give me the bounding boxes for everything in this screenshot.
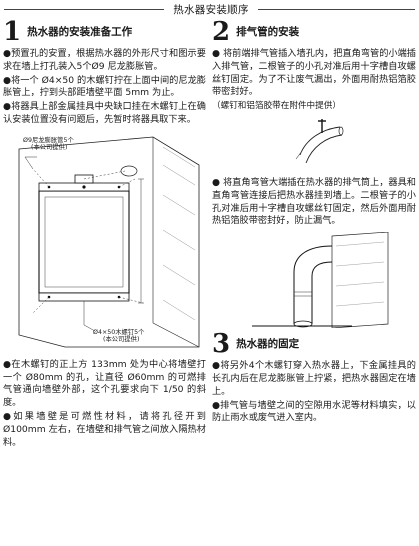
section-1-para-3: ●将器具上部金属挂具中央缺口挂在木螺钉上在确认安装位置没有问题后，先暂时将器具取… [3, 101, 206, 125]
section-1-para-1: ●预置孔的安置，根据热水器的外形尺寸和图示要求在墙上打孔装入5个Ø9 尼龙膨胀管… [3, 48, 206, 72]
section-1-title: 热水器的安装准备工作 [27, 26, 133, 38]
section-2-number: 2 [212, 17, 231, 47]
anchor-label: Ø9尼龙膨胀管5个 [23, 136, 74, 144]
section-2-title: 排气管的安装 [236, 26, 300, 38]
anchor-label-sub: (本公司提供) [31, 143, 68, 151]
header-rule-right [258, 9, 415, 10]
section-1-number: 1 [3, 17, 22, 47]
pipe-screw-drawing [295, 118, 344, 164]
section-3-para-1: ●将另外4个木螺钉穿入热水器上，下金属挂具的长孔内后在尼龙膨胀管上拧紧，把热水器… [212, 360, 416, 397]
elbow-connection-diagram [212, 232, 416, 329]
screw-label-sub: (本公司提供) [103, 335, 140, 343]
screw-label: Ø4×50木螺钉5个 [93, 328, 145, 336]
section-1-heading: 1 热水器的安装准备工作 [3, 17, 206, 48]
pipe-screw-diagram [212, 115, 416, 171]
page-title: 热水器安装顺序 [173, 4, 249, 16]
right-column: 2 排气管的安装 ● 将前端排气管插入墙孔内，把直角弯管的小端插入排气管，二根管… [212, 17, 416, 426]
elbow-connection-drawing [252, 232, 389, 329]
section-3-number: 3 [212, 329, 231, 360]
left-column: 1 热水器的安装准备工作 ●预置孔的安置，根据热水器的外形尺寸和图示要求在墙上打… [3, 17, 206, 450]
heater-mounting-drawing [18, 136, 200, 348]
section-1-para-2: ●将一个 Ø4×50 的木螺钉拧在上面中间的尼龙膨胀管上，拧到头部距墙壁平面 5… [3, 74, 206, 99]
heater-mounting-diagram: Ø9尼龙膨胀管5个 (本公司提供) Ø4×50木螺钉5个 (本公司提供) [3, 135, 206, 353]
section-2-note: （螺钉和铝箔胶带在附件中提供） [212, 101, 341, 112]
section-2-heading: 2 排气管的安装 [212, 17, 416, 48]
section-3-heading: 3 热水器的固定 [212, 329, 416, 360]
section-2-para-1: ● 将前端排气管插入墙孔内，把直角弯管的小端插入排气管，二根管子的小孔对准后用十… [212, 48, 416, 98]
section-1-para-5: ●如果墙壁是可燃性材料，请将孔径开到 Ø100mm 左右，在墙壁和排气管之间放入… [3, 410, 206, 448]
page-header: 热水器安装顺序 [0, 0, 419, 18]
section-3-title: 热水器的固定 [236, 338, 300, 351]
header-rule-left [4, 9, 164, 10]
section-2-para-2: ● 将直角弯管大端插在热水器的排气筒上，器具和直角弯管连接后把热水器挂到墙上。二… [212, 176, 416, 227]
section-3-para-2: ●排气管与墙壁之间的空隙用水泥等材料填实，以防止雨水或废气进入室内。 [212, 399, 416, 424]
section-1-para-4: ●在木螺钉的正上方 133mm 处为中心将墙壁打一个 Ø80mm 的孔，让直径 … [3, 358, 206, 409]
